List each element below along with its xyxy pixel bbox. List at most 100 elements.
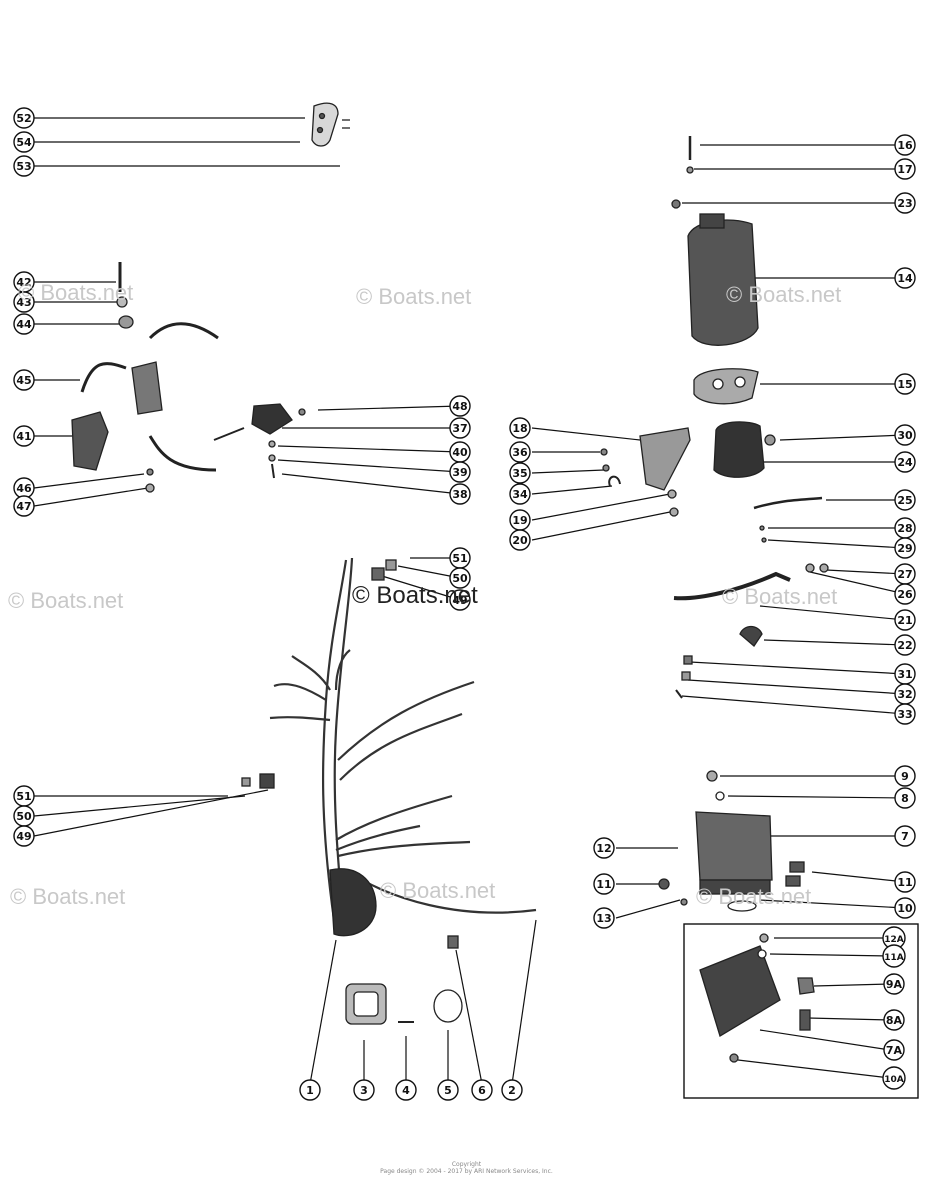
callout-label: 54: [16, 136, 32, 149]
callout-left-8: 46: [13, 477, 35, 499]
callout-label: 50: [16, 810, 32, 823]
callout-left-7: 41: [13, 425, 35, 447]
callout-right-4: 15: [894, 373, 916, 395]
callout-label: 45: [16, 374, 31, 387]
callout-label: 7: [901, 830, 909, 843]
callout-label: 9A: [886, 978, 903, 991]
callout-group: 5254534243444541464751504948374039385150…: [13, 107, 916, 1101]
callout-mid-0: 18: [509, 417, 531, 439]
callout-label: 14: [897, 272, 913, 285]
callout-label: 29: [897, 542, 912, 555]
callout-label: 47: [16, 500, 31, 513]
callout-center-5: 51: [449, 547, 471, 569]
callout-right-17: 9: [894, 765, 916, 787]
watermark-4: © Boats.net: [8, 588, 124, 613]
callout-right-10: 27: [894, 563, 916, 585]
callout-mid-3: 34: [509, 483, 531, 505]
callout-center-7: 49: [449, 589, 471, 611]
watermark-3: © Boats.net: [726, 282, 842, 307]
footer-page-design: Page design © 2004 - 2017 by ARI Network…: [380, 1168, 553, 1175]
callout-right-11: 26: [894, 583, 916, 605]
callout-lower_left-0: 12: [593, 837, 615, 859]
callout-label: 27: [897, 568, 912, 581]
callout-label: 10: [897, 902, 913, 915]
callout-right-25: 8A: [883, 1009, 905, 1031]
callout-label: 40: [452, 446, 468, 459]
callout-label: 18: [512, 422, 527, 435]
callout-right-6: 24: [894, 451, 916, 473]
callout-label: 52: [16, 112, 31, 125]
callout-label: 31: [897, 668, 912, 681]
callout-right-20: 11: [894, 871, 916, 893]
callout-label: 11: [897, 876, 912, 889]
callout-right-23: 11A: [882, 944, 906, 968]
callout-label: 51: [16, 790, 31, 803]
watermark-7: © Boats.net: [10, 884, 126, 909]
callout-right-2: 23: [894, 192, 916, 214]
callout-left-1: 54: [13, 131, 35, 153]
callout-label: 49: [452, 594, 467, 607]
callout-label: 32: [897, 688, 912, 701]
callout-label: 30: [897, 429, 913, 442]
callout-label: 46: [16, 482, 32, 495]
callout-right-3: 14: [894, 267, 916, 289]
callout-label: 49: [16, 830, 31, 843]
callout-lower_left-2: 13: [593, 907, 615, 929]
callout-left-0: 52: [13, 107, 35, 129]
callout-label: 41: [16, 430, 31, 443]
callout-label: 24: [897, 456, 913, 469]
callout-label: 26: [897, 588, 913, 601]
callout-left-4: 43: [13, 291, 35, 313]
callout-label: 13: [596, 912, 611, 925]
callout-bottom-0: 1: [299, 1079, 321, 1101]
callout-bottom-5: 2: [501, 1079, 523, 1101]
callout-label: 12: [596, 842, 611, 855]
callout-label: 9: [901, 770, 909, 783]
callout-label: 21: [897, 614, 912, 627]
callout-label: 23: [897, 197, 912, 210]
callout-label: 5: [444, 1084, 452, 1097]
callout-label: 15: [897, 378, 912, 391]
callout-center-4: 38: [449, 483, 471, 505]
callout-left-10: 51: [13, 785, 35, 807]
callout-label: 7A: [886, 1044, 903, 1057]
callout-left-9: 47: [13, 495, 35, 517]
callout-label: 8: [901, 792, 909, 805]
callout-label: 11: [596, 878, 611, 891]
callout-label: 16: [897, 139, 913, 152]
callout-bottom-3: 5: [437, 1079, 459, 1101]
callout-center-0: 48: [449, 395, 471, 417]
callout-label: 36: [512, 446, 528, 459]
callout-right-12: 21: [894, 609, 916, 631]
callout-right-15: 32: [894, 683, 916, 705]
callout-left-12: 49: [13, 825, 35, 847]
watermark-6: © Boats.net: [722, 584, 838, 609]
callout-label: 34: [512, 488, 528, 501]
callout-bottom-4: 6: [471, 1079, 493, 1101]
callout-label: 33: [897, 708, 912, 721]
callout-label: 53: [16, 160, 31, 173]
callout-label: 51: [452, 552, 467, 565]
callout-left-2: 53: [13, 155, 35, 177]
callout-right-1: 17: [894, 158, 916, 180]
callout-left-11: 50: [13, 805, 35, 827]
callout-bottom-2: 4: [395, 1079, 417, 1101]
callout-mid-2: 35: [509, 462, 531, 484]
callout-label: 6: [478, 1084, 486, 1097]
callout-right-19: 7: [894, 825, 916, 847]
callout-label: 25: [897, 494, 912, 507]
callout-center-1: 37: [449, 417, 471, 439]
callout-right-27: 10A: [882, 1066, 906, 1090]
callout-center-6: 50: [449, 567, 471, 589]
callout-right-13: 22: [894, 634, 916, 656]
callout-right-5: 30: [894, 424, 916, 446]
callout-right-0: 16: [894, 134, 916, 156]
callout-label: 10A: [884, 1075, 904, 1085]
callout-label: 22: [897, 639, 912, 652]
watermark-5: © Boats.net: [352, 582, 478, 609]
callout-left-6: 45: [13, 369, 35, 391]
callout-label: 28: [897, 522, 912, 535]
callout-label: 42: [16, 276, 31, 289]
